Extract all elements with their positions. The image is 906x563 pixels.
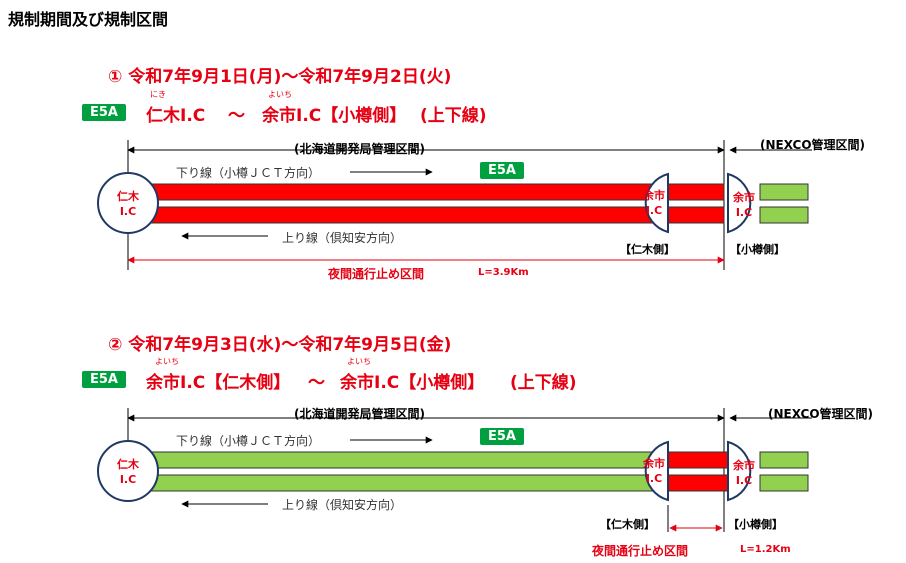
ic-yoichi-b-ic-1: I.C bbox=[736, 206, 752, 219]
route-dir-1: (上下線) bbox=[420, 106, 487, 126]
side-right-1: 【小樽側】 bbox=[730, 243, 785, 256]
lane-down-closed-2 bbox=[667, 451, 729, 469]
lane-up-open-2b bbox=[759, 474, 809, 492]
ic-yoichi-a-shape-1 bbox=[644, 172, 669, 234]
closure-label-1: 夜間通行止め区間 bbox=[328, 267, 425, 281]
period-2: ② 令和7年9月3日(水)～令和7年9月5日(金) bbox=[108, 335, 452, 355]
segment-badge-2: E5A bbox=[480, 428, 524, 445]
ic-yoichi-b-name-1: 余市 bbox=[732, 190, 755, 204]
lane-up-closed-2 bbox=[667, 474, 729, 492]
up-label-2: 上り線（倶知安方向） bbox=[282, 498, 403, 512]
route-from-1: 仁木I.C bbox=[146, 106, 206, 126]
ic-niki-circle-1 bbox=[97, 172, 159, 234]
ic-niki-name-1: 仁木 bbox=[117, 189, 140, 203]
mgmt-right-1: (NEXCO管理区間) bbox=[760, 138, 866, 152]
ic-yoichi-a-name-1: 余市 bbox=[642, 188, 665, 202]
ic-niki-ic-1: I.C bbox=[120, 205, 136, 218]
ic-yoichi-a-ic-1: I.C bbox=[646, 204, 662, 217]
ic-niki-circle-2 bbox=[97, 440, 159, 502]
lane-down-closed-1 bbox=[149, 183, 725, 201]
up-label-1: 上り線（倶知安方向） bbox=[282, 231, 403, 245]
ruby-to-1: よいち bbox=[268, 90, 292, 99]
route-to-2: 余市I.C【小樽側】 bbox=[340, 373, 485, 393]
lane-down-open-2a bbox=[149, 451, 669, 469]
page-title: 規制期間及び規制区間 bbox=[8, 10, 169, 29]
route-from-2: 余市I.C【仁木側】 bbox=[146, 373, 291, 393]
lane-up-open-2a bbox=[149, 474, 669, 492]
ic-niki-ic-2: I.C bbox=[120, 473, 136, 486]
route-badge-1: E5A bbox=[82, 104, 126, 121]
lane-up-closed-1 bbox=[149, 206, 725, 224]
route-badge-2: E5A bbox=[82, 371, 126, 388]
closure-length-2: L=1.2Km bbox=[740, 544, 791, 555]
ic-yoichi-a-shape-2 bbox=[644, 440, 669, 502]
ic-yoichi-b-name-2: 余市 bbox=[732, 458, 755, 472]
side-right-2: 【小樽側】 bbox=[728, 518, 783, 531]
ruby-from-2: よいち bbox=[155, 357, 179, 366]
route-to-1: 余市I.C【小樽側】 bbox=[262, 106, 407, 126]
ic-yoichi-a-name-2: 余市 bbox=[642, 456, 665, 470]
route-tilde-2: ～ bbox=[308, 373, 325, 393]
ruby-to-2: よいち bbox=[347, 357, 371, 366]
ruby-from-1: にき bbox=[150, 90, 166, 99]
route-dir-2: (上下線) bbox=[510, 373, 577, 393]
closure-length-1: L=3.9Km bbox=[478, 267, 529, 278]
ic-yoichi-b-shape-1 bbox=[727, 172, 752, 234]
ic-yoichi-b-ic-2: I.C bbox=[736, 474, 752, 487]
side-left-2: 【仁木側】 bbox=[600, 518, 655, 531]
segment-badge-1: E5A bbox=[480, 162, 524, 179]
section-2-roads bbox=[97, 408, 812, 532]
lane-down-open-2b bbox=[759, 451, 809, 469]
down-label-2: 下り線（小樽ＪＣＴ方向） bbox=[176, 434, 321, 448]
ic-yoichi-b-shape-2 bbox=[727, 440, 752, 502]
period-1: ① 令和7年9月1日(月)～令和7年9月2日(火) bbox=[108, 67, 452, 87]
route-tilde-1: ～ bbox=[228, 106, 245, 126]
lane-down-open-1 bbox=[759, 183, 809, 201]
side-left-1: 【仁木側】 bbox=[620, 243, 675, 256]
lane-up-open-1 bbox=[759, 206, 809, 224]
closure-label-2: 夜間通行止め区間 bbox=[592, 544, 689, 558]
section-1-roads bbox=[97, 140, 812, 270]
ic-yoichi-a-ic-2: I.C bbox=[646, 472, 662, 485]
ic-niki-name-2: 仁木 bbox=[117, 457, 140, 471]
down-label-1: 下り線（小樽ＪＣＴ方向） bbox=[176, 166, 321, 180]
